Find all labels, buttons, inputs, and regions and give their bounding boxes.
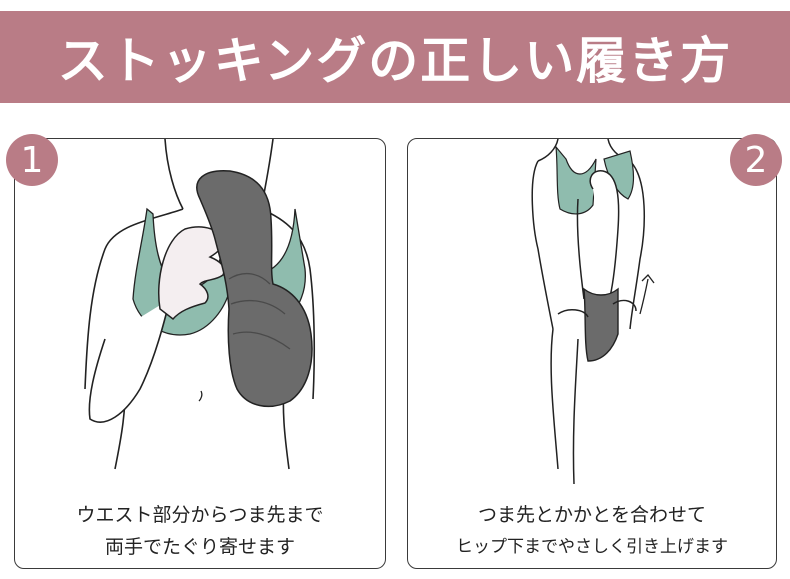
step-1-line-1: ウエスト部分からつま先まで xyxy=(76,504,324,526)
title-banner: ストッキングの正しい履き方 xyxy=(0,11,790,103)
step-2-panel: つま先とかかとを合わせて ヒップ下までやさしく引き上げます xyxy=(407,138,777,569)
step-1-panel: ウエスト部分からつま先まで 両手でたぐり寄せます xyxy=(14,138,386,569)
step-1-caption: ウエスト部分からつま先まで 両手でたぐり寄せます xyxy=(15,499,385,563)
step-1-line-2: 両手でたぐり寄せます xyxy=(104,536,295,558)
step-2-line-1: つま先とかかとを合わせて xyxy=(477,504,706,526)
step-2-caption: つま先とかかとを合わせて ヒップ下までやさしく引き上げます xyxy=(408,499,776,563)
page-title: ストッキングの正しい履き方 xyxy=(57,32,733,90)
step-2-line-2: ヒップ下までやさしく引き上げます xyxy=(456,537,728,557)
step-2-badge: 2 xyxy=(730,134,782,186)
step-1-illustration xyxy=(84,139,316,470)
step-1-badge: 1 xyxy=(6,134,58,186)
step-2-illustration xyxy=(531,139,655,485)
